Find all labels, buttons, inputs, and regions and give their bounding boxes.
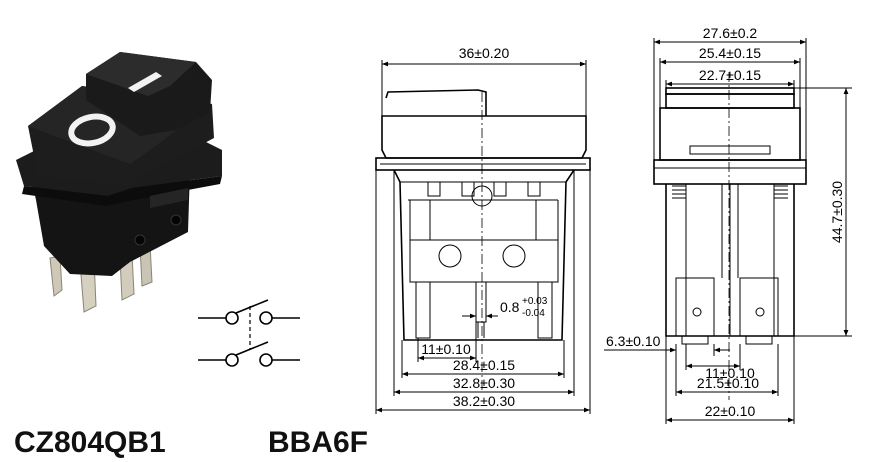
side-view-drawing: 27.6±0.2 25.4±0.15 22.7±0.15 44.7±0.30 6… [604,25,852,424]
side-base-width-dimension: 22±0.10 [705,403,756,419]
side-terminal-span-dimension: 21.5±0.10 [697,375,759,391]
svg-text:-0.04: -0.04 [522,308,545,319]
dpst-schematic-symbol [198,299,300,367]
o-symbol-icon [68,113,116,147]
side-body-width-dimension: 25.4±0.15 [699,45,761,61]
side-terminal-width-dimension: 6.3±0.10 [606,333,661,349]
front-body-width-dimension: 32.8±0.30 [453,375,515,391]
side-terminal-pitch-dimension: 11±0.10 [705,365,755,381]
model-part-number: CZ804QB1 [14,426,166,459]
terminal-thickness-dimension: 0.8 +0.03 -0.04 [500,296,548,319]
front-terminal-span-dimension: 28.4±0.15 [453,357,515,373]
side-bezel-width-dimension: 27.6±0.2 [703,25,758,41]
switch-photo [16,52,222,313]
model-variant: BBA6F [268,426,368,459]
side-height-dimension: 44.7±0.30 [829,181,845,243]
svg-text:+0.03: +0.03 [522,296,548,307]
front-view-drawing: 36±0.20 11±0.10 28.4±0.15 32.8±0.30 38.2… [375,45,591,414]
i-symbol-icon [128,72,162,92]
front-terminal-pitch-dimension: 11±0.10 [421,341,471,357]
front-bezel-width-dimension: 38.2±0.30 [453,393,515,409]
front-top-width-dimension: 36±0.20 [459,45,510,61]
side-rocker-width-dimension: 22.7±0.15 [699,67,761,83]
svg-text:0.8: 0.8 [500,299,520,315]
